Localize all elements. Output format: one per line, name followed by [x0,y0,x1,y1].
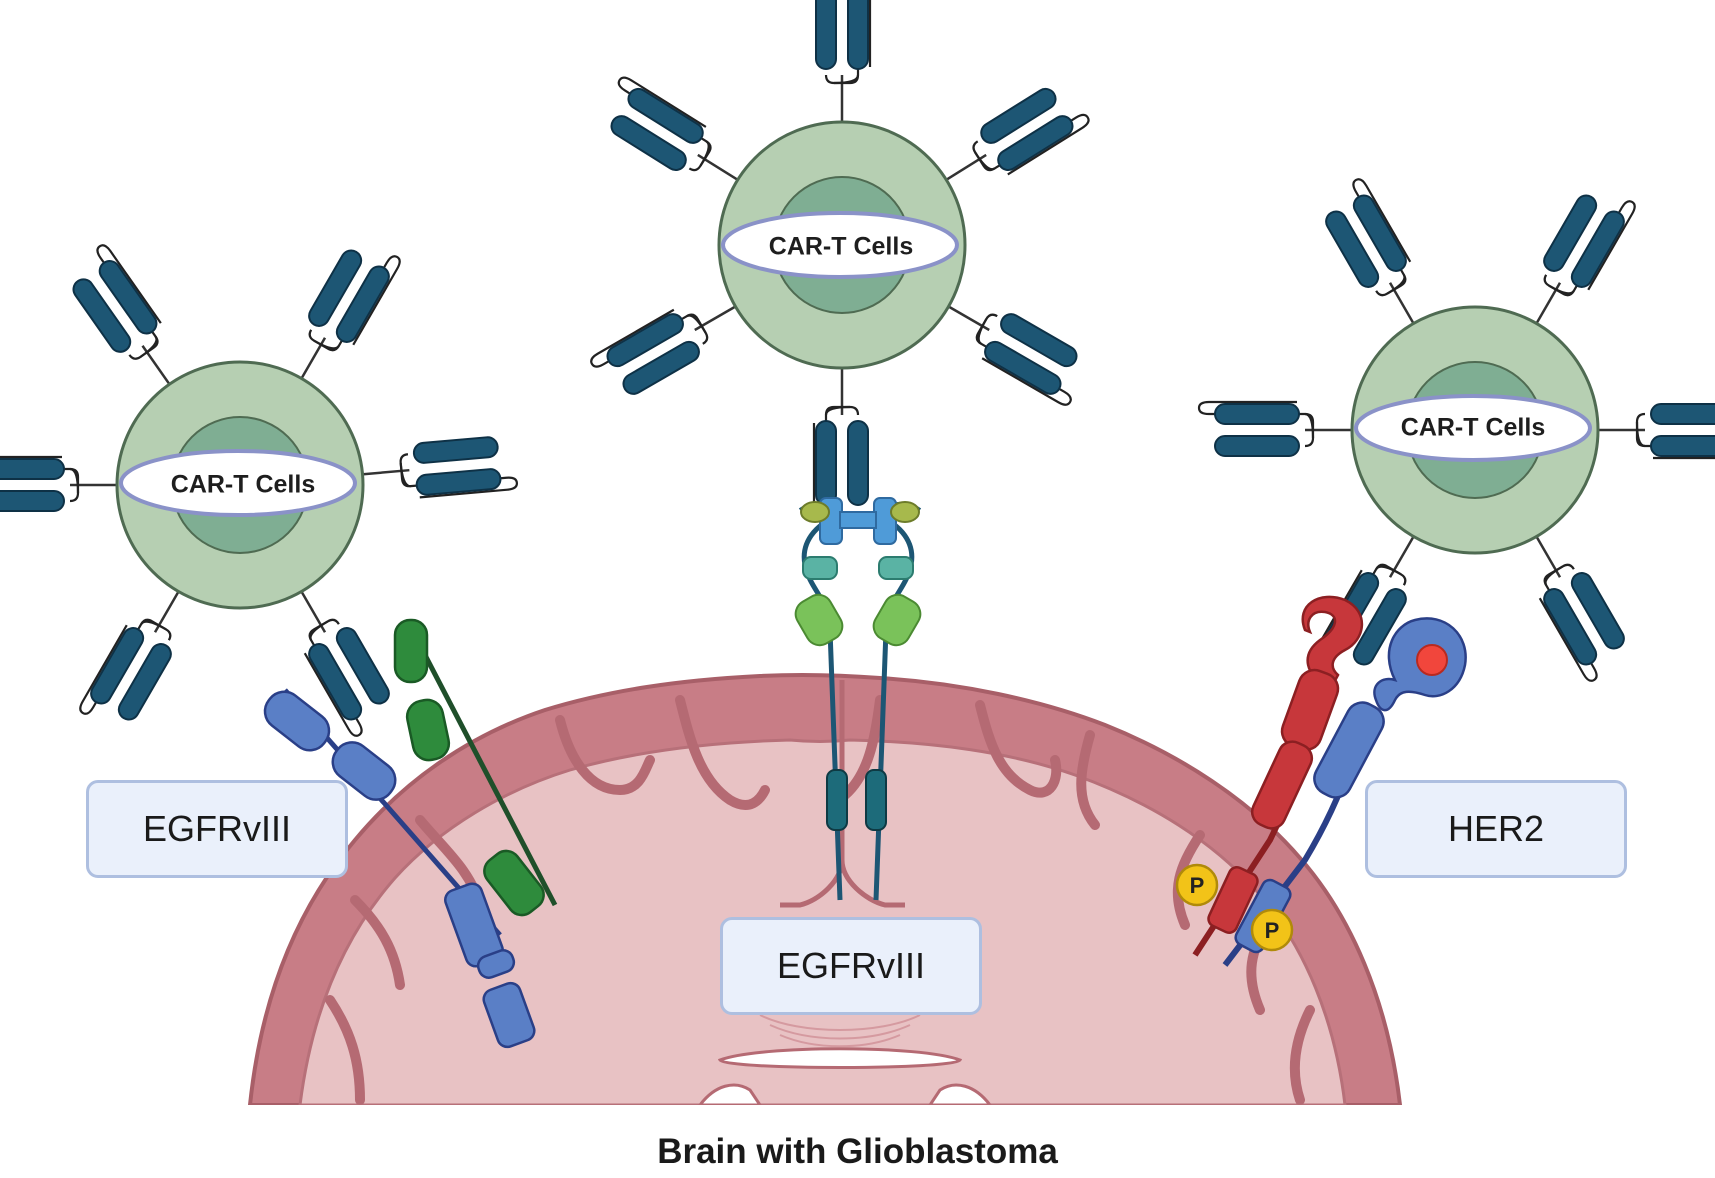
car-t-cell-label-right: CAR-T Cells [1400,413,1546,442]
phospho-icon [1175,863,1219,907]
egfr-receptor-center-dimer [794,497,922,901]
car-t-cell-right [1197,175,1715,685]
her2-receptor-blue [1222,617,1467,967]
car-t-cell-center [587,0,1096,523]
phospho-sites: P P [1175,863,1294,952]
car-t-cell-label-center: CAR-T Cells [768,232,914,261]
her2-receptor-red [1192,595,1364,957]
car-t-cell-label-left: CAR-T Cells [170,470,316,499]
antigen-label-egfrviii-left: EGFRvIII [86,780,348,878]
phospho-label: P [1190,873,1205,898]
antigen-label-her2: HER2 [1365,780,1627,878]
phospho-label: P [1265,918,1280,943]
phospho-icon [1250,908,1294,952]
antigen-label-egfrviii-center: EGFRvIII [720,917,982,1015]
figure-caption: Brain with Glioblastoma [657,1132,1058,1171]
egfr-receptor-left-blue [263,688,536,1049]
egfr-receptor-left-green [393,618,558,917]
car-t-cell-left [0,231,519,740]
